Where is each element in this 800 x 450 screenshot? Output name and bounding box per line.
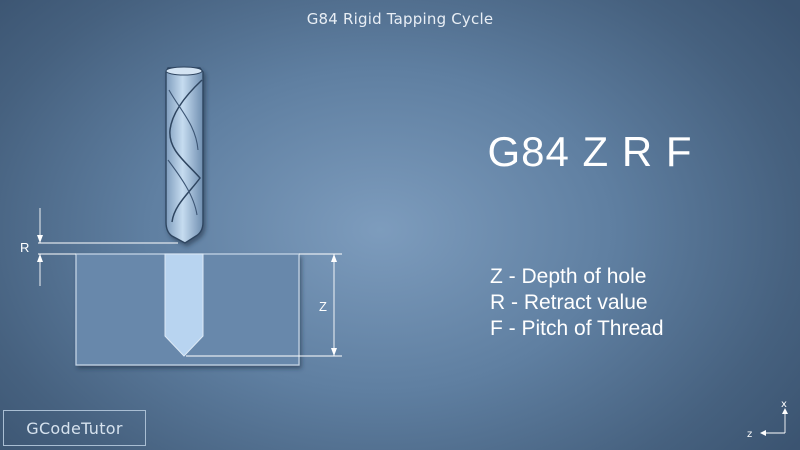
parameter-legend: Z - Depth of hole R - Retract value F - …: [490, 264, 664, 342]
tap-tool: [165, 66, 204, 244]
axis-z-label: z: [747, 429, 752, 440]
slide-title: G84 Rigid Tapping Cycle: [306, 10, 494, 28]
r-arrow-down: [37, 235, 43, 243]
z-axis-arrow-icon: [760, 430, 766, 436]
legend-item-r: R - Retract value: [490, 291, 648, 314]
axis-x-label: x: [781, 399, 787, 410]
z-dimension: [186, 253, 342, 357]
tapped-hole: [164, 253, 204, 357]
axis-indicator: [762, 410, 786, 434]
brand-logo: GCodeTutor: [3, 410, 146, 446]
legend-item-f: F - Pitch of Thread: [490, 317, 664, 340]
z-label: Z: [319, 299, 327, 314]
r-label: R: [20, 240, 29, 255]
r-arrow-up: [37, 254, 43, 262]
z-arrow-down: [331, 348, 337, 356]
gcode-syntax-heading: G84 Z R F: [487, 128, 693, 175]
x-axis-arrow-icon: [782, 408, 788, 414]
z-arrow-up: [331, 254, 337, 262]
legend-item-z: Z - Depth of hole: [490, 265, 647, 288]
